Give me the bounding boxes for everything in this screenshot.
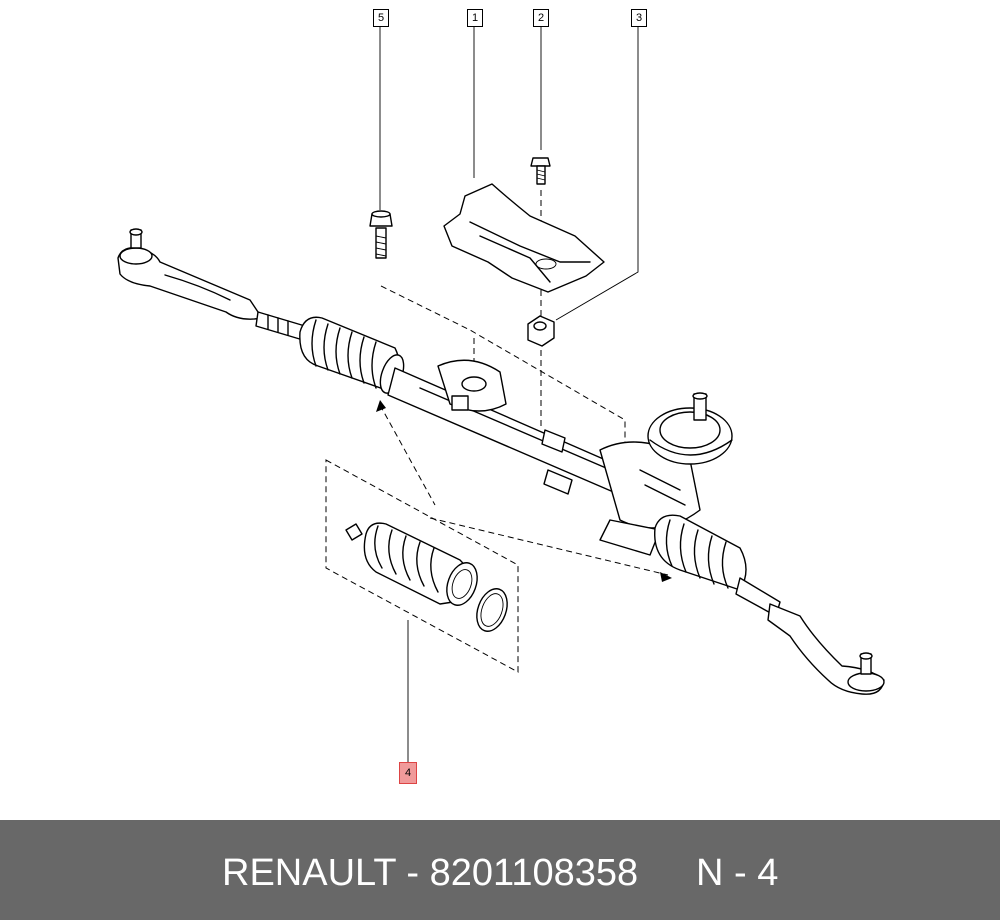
nut-part	[527, 315, 555, 347]
left-tie-rod	[117, 228, 263, 320]
callout-4-highlighted: 4	[399, 762, 417, 784]
callout-leader-lines	[379, 26, 639, 762]
part-number-footer: RENAULT - 8201108358 N - 4	[0, 820, 1000, 920]
callout-5: 5	[373, 9, 389, 27]
left-inner-rod	[255, 311, 306, 341]
brand-part-number: RENAULT - 8201108358	[222, 852, 639, 894]
rack-housing	[387, 359, 641, 501]
small-bolt-part	[530, 157, 551, 185]
assembly-arrows	[376, 400, 672, 582]
steering-rack-exploded-diagram	[117, 26, 885, 762]
right-tie-rod	[767, 603, 885, 695]
callout-3: 3	[631, 9, 647, 27]
boot-kit-part	[345, 522, 508, 632]
pinion-motor-housing	[599, 392, 733, 556]
callout-1: 1	[467, 9, 483, 27]
heat-shield-part	[443, 183, 605, 293]
position-note: N - 4	[696, 852, 779, 894]
long-bolt-part	[369, 210, 393, 259]
right-bellows-boot	[654, 514, 781, 617]
callout-2: 2	[533, 9, 549, 27]
